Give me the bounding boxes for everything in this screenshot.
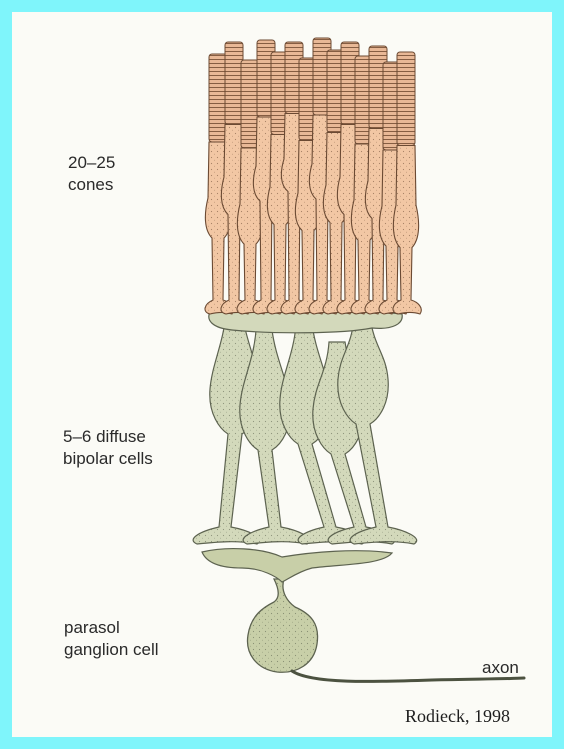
- parasol-ganglion-cell: [202, 549, 524, 682]
- axon-label: axon: [482, 657, 519, 679]
- diffuse-bipolar-cells: [193, 309, 417, 544]
- ganglion-cell-label: parasol ganglion cell: [64, 617, 159, 661]
- cones-label: 20–25 cones: [68, 152, 115, 196]
- cone-photoreceptors: [205, 38, 421, 314]
- bipolar-cells-label: 5–6 diffuse bipolar cells: [63, 426, 153, 470]
- figure-credit: Rodieck, 1998: [405, 706, 510, 727]
- figure-panel: 20–25 cones 5–6 diffuse bipolar cells pa…: [12, 12, 552, 737]
